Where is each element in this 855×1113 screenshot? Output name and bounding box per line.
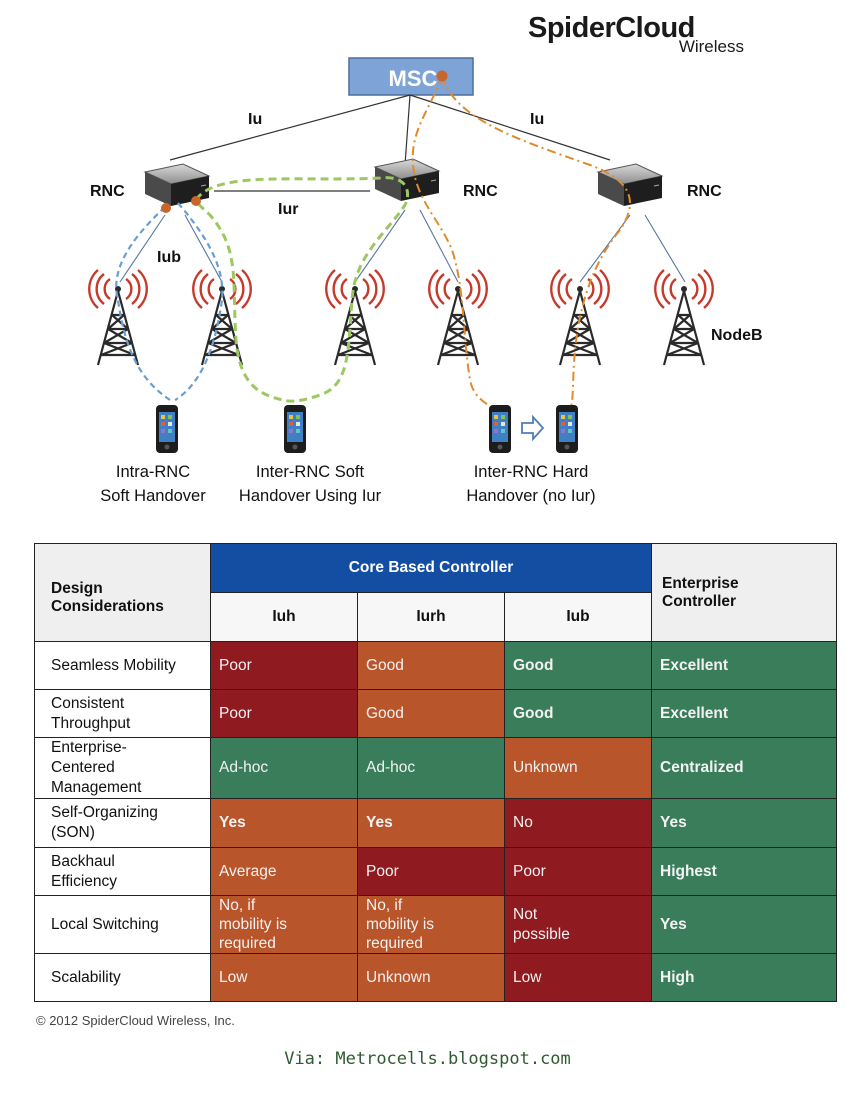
caption-intra-rnc-line1: Intra-RNC <box>116 463 190 481</box>
table-row: Backhaul Efficiency Average Poor Poor Hi… <box>34 847 837 896</box>
iu-link-center <box>404 94 411 166</box>
table-cell: Low <box>210 953 358 1002</box>
table-cell: Good <box>357 689 505 738</box>
handover-arrow-icon <box>521 414 545 442</box>
rnc-label-left: RNC <box>90 183 125 200</box>
table-cell: No, if mobility is required <box>357 895 505 954</box>
table-row: Self-Organizing (SON) Yes Yes No Yes <box>34 798 837 848</box>
table-cell: Yes <box>210 798 358 848</box>
table-cell: Poor <box>357 847 505 896</box>
sub-header-iub: Iub <box>504 592 652 642</box>
iu-link-left <box>169 94 411 161</box>
logo-sub: Wireless <box>678 37 744 56</box>
table-cell: Yes <box>651 895 837 954</box>
spidercloud-logo: SpiderCloud Wireless <box>528 12 758 58</box>
copyright-notice: © 2012 SpiderCloud Wireless, Inc. <box>36 1013 235 1028</box>
caption-intra-rnc-line2: Soft Handover <box>100 487 206 505</box>
enterprise-controller-header: Enterprise Controller <box>651 543 837 642</box>
caption-inter-rnc-soft-line2: Handover Using Iur <box>239 487 382 505</box>
table-row: Enterprise-Centered Management Ad-hoc Ad… <box>34 737 837 799</box>
table-cell: Unknown <box>357 953 505 1002</box>
table-cell: Ad-hoc <box>357 737 505 799</box>
row-label: Seamless Mobility <box>34 641 211 690</box>
msc-box <box>348 57 474 96</box>
nodeb-label: NodeB <box>711 327 763 344</box>
table-cell: Unknown <box>504 737 652 799</box>
iu-label-right: Iu <box>530 111 544 128</box>
table-cell: Not possible <box>504 895 652 954</box>
table-cell: Poor <box>210 641 358 690</box>
rnc-label-center: RNC <box>463 183 498 200</box>
via-source-link[interactable]: Via: Metrocells.blogspot.com <box>284 1049 571 1069</box>
iur-label: Iur <box>278 201 298 218</box>
design-considerations-header: Design Considerations <box>34 543 211 642</box>
table-cell: Good <box>504 641 652 690</box>
table-row: Seamless Mobility Poor Good Good Excelle… <box>34 641 837 690</box>
nodeb-tower-icon <box>428 268 488 367</box>
table-row: Local Switching No, if mobility is requi… <box>34 895 837 954</box>
table-cell: Poor <box>504 847 652 896</box>
table-cell: Excellent <box>651 689 837 738</box>
inter-rnc-soft-handover-path <box>194 176 410 403</box>
table-cell: Excellent <box>651 641 837 690</box>
logo-brand: SpiderCloud <box>528 12 695 44</box>
table-cell: Poor <box>210 689 358 738</box>
row-label: Scalability <box>34 953 211 1002</box>
caption-inter-rnc-hard-line1: Inter-RNC Hard <box>474 463 589 481</box>
iu-label-left: Iu <box>248 111 262 128</box>
inter-rnc-hard-handover-path-b <box>441 75 631 411</box>
handset-icon <box>489 405 511 453</box>
nodeb-tower-icon <box>88 268 148 367</box>
rnc-label-right: RNC <box>687 183 722 200</box>
row-label: Consistent Throughput <box>34 689 211 738</box>
handset-icon <box>156 405 178 453</box>
sub-header-iuh: Iuh <box>210 592 358 642</box>
msc-label: MSC <box>389 66 438 91</box>
inter-rnc-hard-handover-path-a <box>411 75 497 411</box>
table-cell: High <box>651 953 837 1002</box>
caption-inter-rnc-soft-line1: Inter-RNC Soft <box>256 463 365 481</box>
table-cell: Good <box>504 689 652 738</box>
table-row: Scalability Low Unknown Low High <box>34 953 837 1002</box>
table-cell: Low <box>504 953 652 1002</box>
table-cell: Centralized <box>651 737 837 799</box>
table-cell: No, if mobility is required <box>210 895 358 954</box>
iub-links <box>119 209 686 283</box>
caption-inter-rnc-hard-line2: Handover (no Iur) <box>466 487 595 505</box>
row-label: Local Switching <box>34 895 211 954</box>
table-cell: No <box>504 798 652 848</box>
intra-rnc-handover-path <box>115 202 224 401</box>
sub-header-iurh: Iurh <box>357 592 505 642</box>
handset-icon <box>556 405 578 453</box>
row-label: Self-Organizing (SON) <box>34 798 211 848</box>
iu-link-right <box>409 94 611 161</box>
row-label: Enterprise-Centered Management <box>34 737 211 799</box>
table-cell: Average <box>210 847 358 896</box>
table-cell: Ad-hoc <box>210 737 358 799</box>
table-cell: Highest <box>651 847 837 896</box>
table-cell: Good <box>357 641 505 690</box>
comparison-table: Design Considerations Core Based Control… <box>34 543 837 1002</box>
network-diagram: MSC Iu Iu Iur Iub <box>88 57 763 505</box>
handset-icon <box>284 405 306 453</box>
table-row: Consistent Throughput Poor Good Good Exc… <box>34 689 837 738</box>
row-label: Backhaul Efficiency <box>34 847 211 896</box>
table-cell: Yes <box>651 798 837 848</box>
table-cell: Yes <box>357 798 505 848</box>
core-controller-header: Core Based Controller <box>210 543 652 593</box>
iub-label: Iub <box>157 249 181 266</box>
nodeb-tower-icon <box>654 268 714 367</box>
